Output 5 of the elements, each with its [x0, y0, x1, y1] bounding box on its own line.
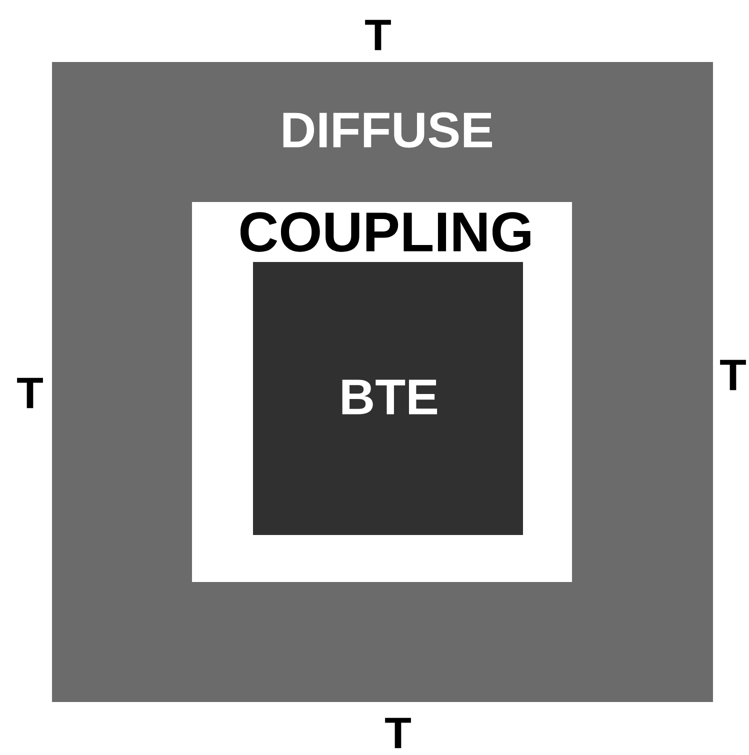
- boundary-label: T: [720, 360, 746, 390]
- boundary-label: T: [17, 378, 43, 408]
- boundary-label: T: [365, 20, 391, 50]
- boundary-label: T: [385, 718, 411, 748]
- bte-region-box: BTE: [253, 262, 523, 535]
